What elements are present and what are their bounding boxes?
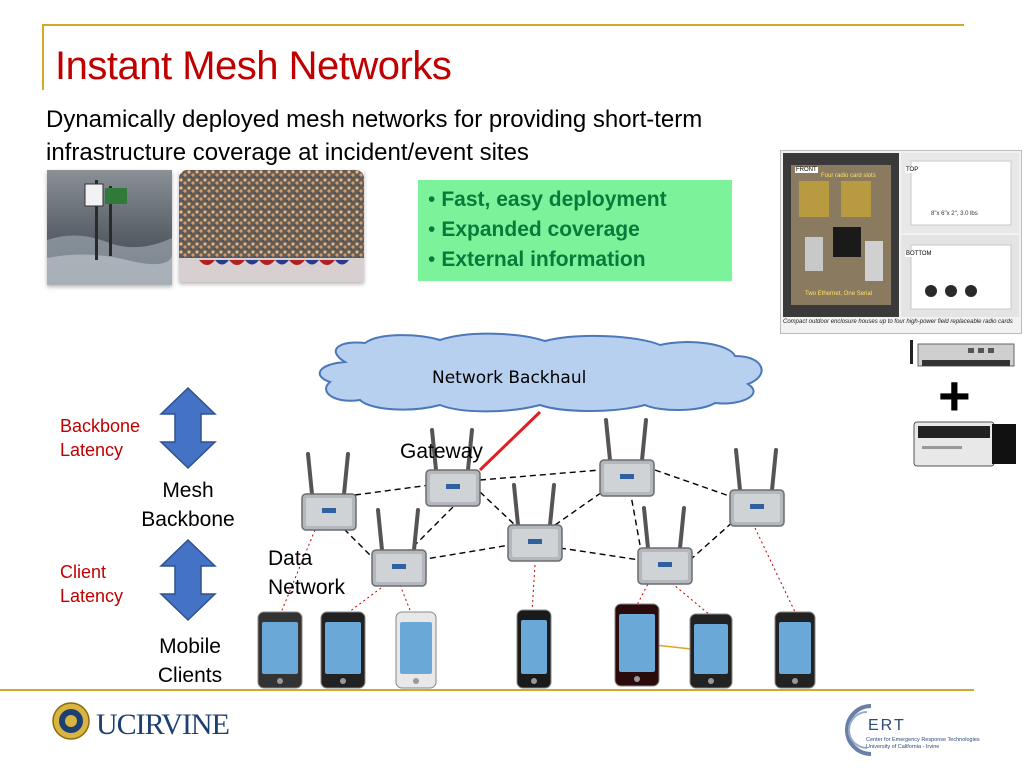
mobile-phone-icon (257, 611, 303, 689)
uci-seal-icon (52, 702, 90, 740)
mesh-node-icon (729, 448, 785, 527)
flood-photo (47, 170, 172, 285)
mobile-phone-icon (395, 611, 437, 689)
gateway-uplink (478, 410, 542, 472)
network-backhaul-cloud (318, 332, 763, 413)
phone-link (654, 644, 701, 651)
mobile-clients-label: Mobile Clients (157, 635, 223, 687)
bullet-item: •External information (428, 248, 646, 271)
data-network-label: Data Network (268, 547, 346, 599)
hw-tag-dimensions: 8"x 6"x 2", 3.0 lbs (931, 211, 978, 217)
uci-logo-text: UCIRVINE (96, 708, 230, 741)
mesh-backbone-label: Mesh Backbone (141, 479, 235, 531)
top-accent-rule (42, 24, 964, 26)
network-backhaul-label: Network Backhaul (432, 368, 586, 388)
client-latency-arrow (159, 538, 217, 622)
hw-tag-ports: Two Ethernet, One Serial (805, 291, 873, 297)
bullet-item: •Expanded coverage (428, 218, 640, 241)
bullet-item: •Fast, easy deployment (428, 188, 667, 211)
mobile-phone-icon (516, 609, 552, 689)
hardware-caption: Compact outdoor enclosure houses up to f… (783, 319, 1013, 325)
feature-bullet-box: •Fast, easy deployment •Expanded coverag… (418, 180, 732, 281)
client-latency-label: Client Latency (60, 562, 124, 606)
crowd-photo (179, 170, 364, 282)
slide-subtitle: Dynamically deployed mesh networks for p… (46, 106, 703, 166)
hw-tag-front: FRONT (795, 167, 818, 173)
mesh-node-icon (507, 483, 563, 562)
gateway-label: Gateway (400, 440, 483, 463)
mobile-phone-icon (614, 603, 660, 687)
backbone-latency-label: Backbone Latency (60, 416, 141, 460)
backbone-latency-arrow (159, 386, 217, 470)
mobile-client-devices (257, 603, 816, 689)
mobile-phone-icon (774, 611, 816, 689)
hw-tag-bottom: BOTTOM (905, 251, 933, 257)
mesh-node-icon (371, 508, 427, 587)
hw-tag-top: TOP (905, 167, 920, 173)
wireless-router-image (910, 340, 1015, 367)
mobile-phone-icon (320, 611, 366, 689)
radio-card-image (913, 421, 1016, 467)
ert-logo-icon (845, 704, 872, 756)
client-links (279, 527, 796, 616)
ert-title: ERT (868, 717, 906, 734)
left-accent-rule (42, 24, 44, 90)
mesh-nodes (301, 418, 785, 587)
mesh-node-icon (599, 418, 655, 497)
mesh-node-icon (301, 452, 357, 531)
footer-accent-rule (0, 689, 974, 691)
hw-tag-slots: Four radio card slots (821, 173, 876, 179)
slide-title: Instant Mesh Networks (55, 44, 452, 88)
hardware-enclosure-photo: FRONT TOP BOTTOM Four radio card slots T… (780, 150, 1022, 334)
mesh-links (329, 469, 736, 561)
mobile-phone-icon (689, 613, 733, 689)
mesh-node-icon (637, 506, 693, 585)
plus-icon: + (938, 364, 971, 427)
ert-subtitle: Center for Emergency Response Technologi… (866, 737, 980, 750)
